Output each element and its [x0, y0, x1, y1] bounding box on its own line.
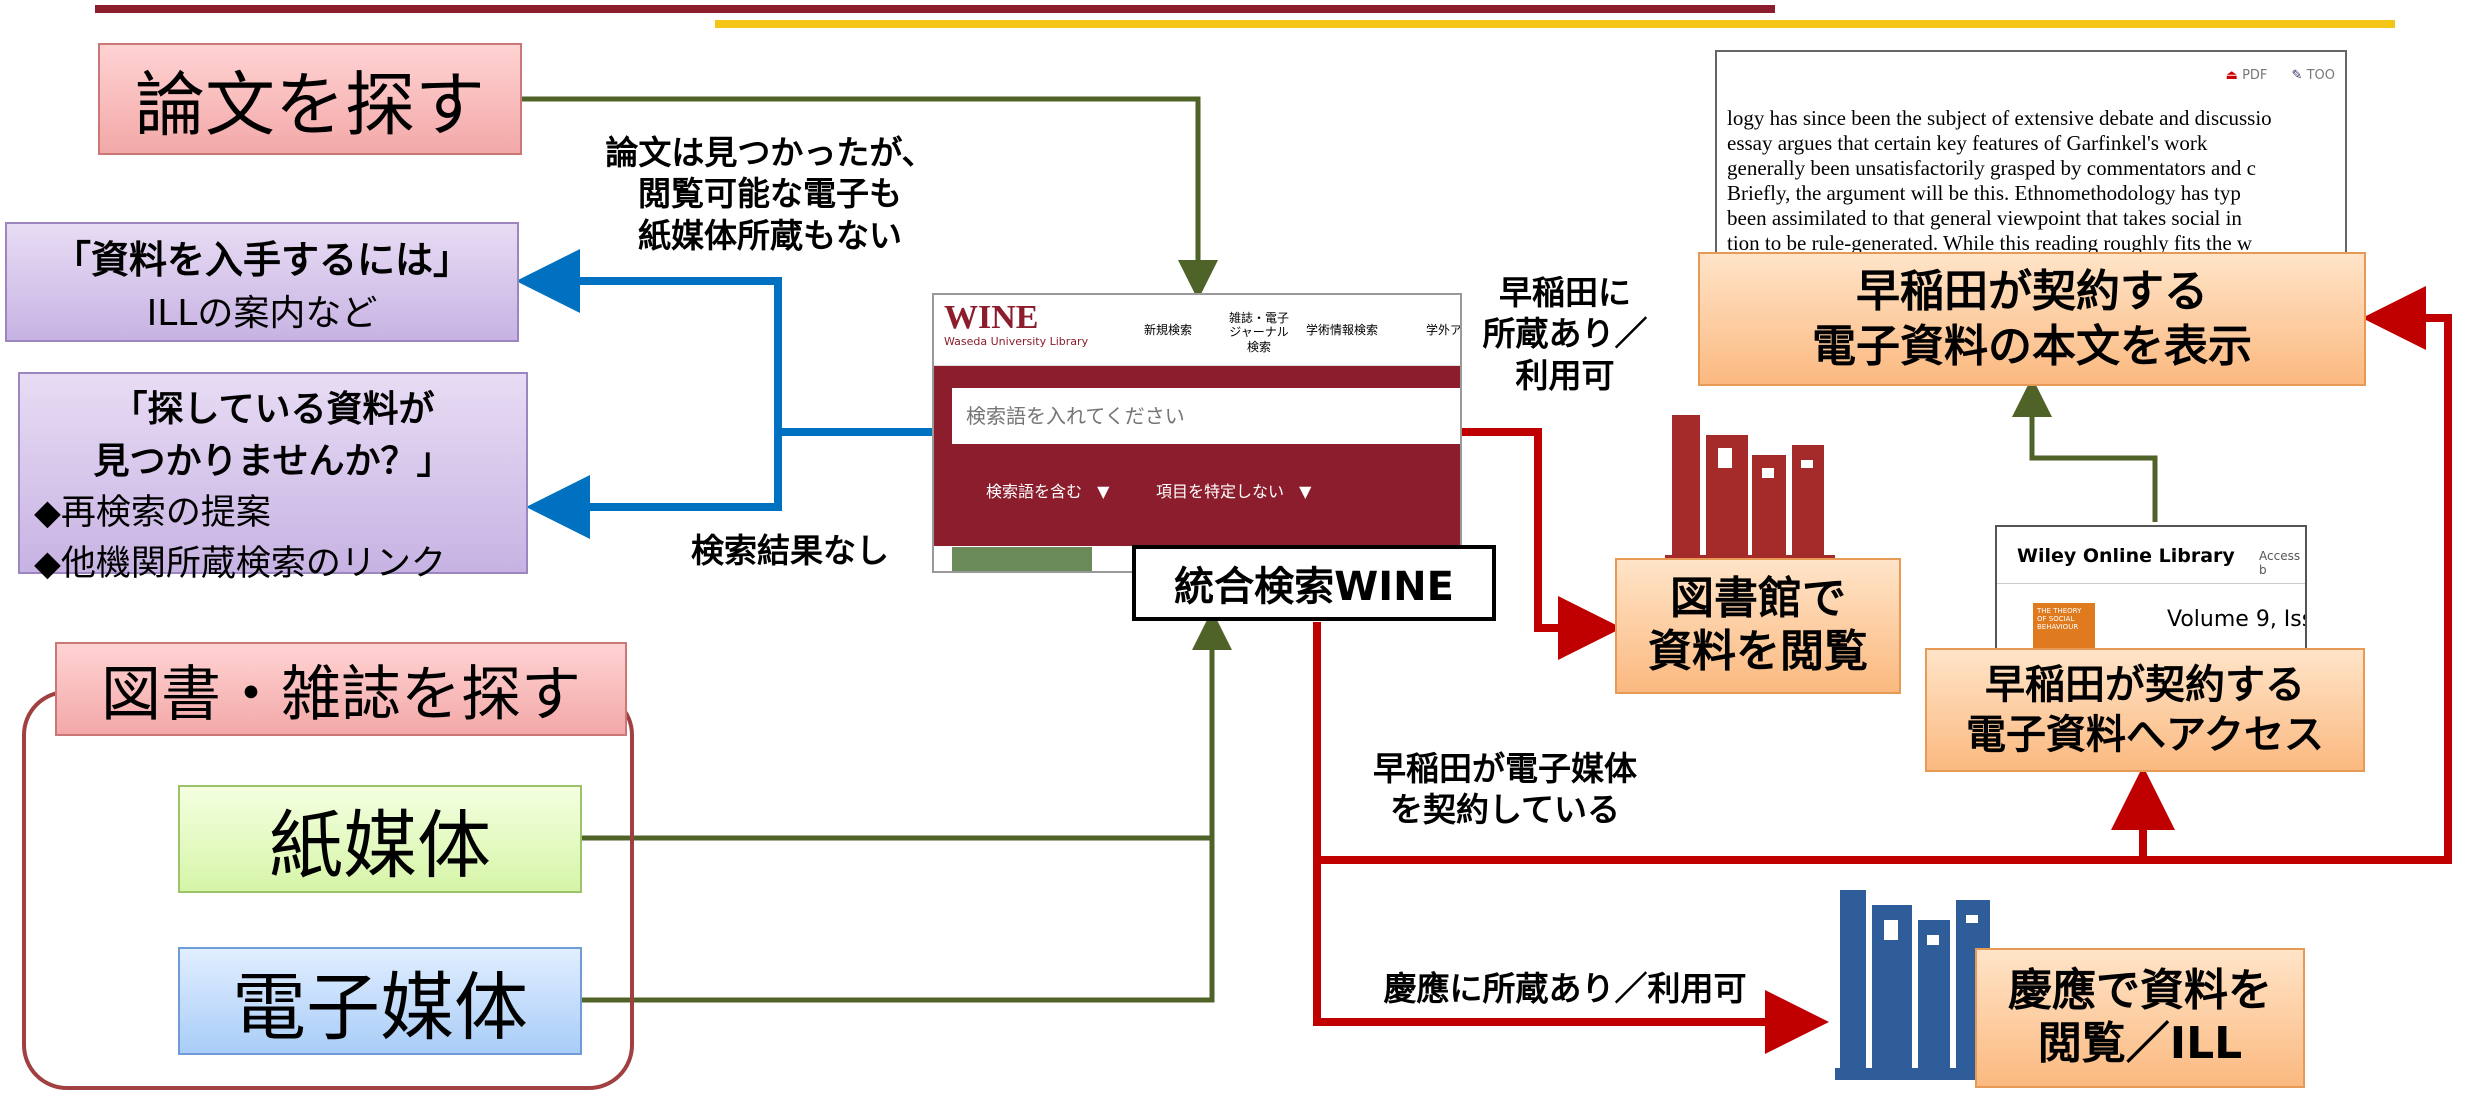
fulltext-box: 早稲田が契約する 電子資料の本文を表示	[1698, 252, 2366, 386]
library-view-line-1: 図書館で	[1670, 573, 1846, 625]
find-paper-box: 論文を探す	[98, 43, 522, 155]
wine-nav-external[interactable]: 学外ア	[1426, 323, 1462, 337]
fulltext-line-2: 電子資料の本文を表示	[1812, 321, 2252, 372]
note-no-result: 検索結果なし	[691, 531, 889, 570]
access-line-2: 電子資料へアクセス	[1966, 712, 2324, 758]
article-line: Briefly, the argument will be this. Ethn…	[1727, 181, 2241, 205]
print-media-box: 紙媒体	[178, 785, 582, 893]
line-wine-to-keio	[1313, 860, 1829, 1054]
wrench-icon[interactable]: ✎	[2291, 68, 2303, 83]
obtain-title: 「資料を入手するには」	[52, 237, 471, 282]
line-wine-to-library	[1462, 428, 1622, 660]
wiley-volume[interactable]: Volume 9, Issu	[2167, 607, 2305, 632]
wine-search-area: 検索語を含む ▼ 項目を特定しない ▼	[934, 366, 1460, 546]
library-view-box: 図書館で 資料を閲覧	[1615, 558, 1901, 694]
top-bar-gold	[715, 20, 2395, 28]
pdf-link[interactable]: PDF	[2242, 68, 2268, 83]
note-waseda-holding: 早稲田に 所蔵あり／ 利用可	[1465, 272, 1665, 396]
wine-filter-contains[interactable]: 検索語を含む ▼	[986, 478, 1109, 502]
article-line: essay argues that certain key features o…	[1727, 131, 2208, 155]
obtain-sub: ILLの案内など	[146, 292, 378, 334]
note-waseda-holding-1: 早稲田に	[1499, 273, 1631, 312]
note-found-no-access: 論文は見つかったが、 閲覧可能な電子も 紙媒体所蔵もない	[560, 132, 980, 256]
article-line: been assimilated to that general viewpoi…	[1727, 206, 2242, 230]
wine-result-thumb	[952, 547, 1092, 571]
wiley-screenshot: Wiley Online Library Access b THE THEORY…	[1995, 525, 2307, 667]
wine-filter-field-label: 項目を特定しない	[1156, 482, 1285, 501]
wine-logo-text: WINE	[944, 299, 1039, 336]
pdf-icon[interactable]: ⏏	[2225, 68, 2238, 83]
article-line: logy has since been the subject of exten…	[1727, 106, 2272, 130]
access-box: 早稲田が契約する 電子資料へアクセス	[1925, 648, 2365, 772]
wine-nav-academic[interactable]: 学術情報検索	[1306, 323, 1379, 337]
article-line: tion to be rule-generated. While this re…	[1727, 231, 2253, 255]
line-access-to-fulltext	[2012, 377, 2158, 522]
line-wine-to-notfound	[526, 432, 782, 539]
wine-screenshot: WINE Waseda University Library 新規検索 雑誌・電…	[932, 293, 1462, 573]
wiley-access: Access b	[2259, 549, 2301, 577]
bookshelf-blue-icon	[1835, 890, 2005, 1080]
note-waseda-holding-3: 利用可	[1515, 355, 1615, 395]
chevron-down-icon: ▼	[1299, 482, 1312, 501]
find-books-box: 図書・雑誌を探す	[55, 642, 627, 736]
line-wine-to-econtract	[1313, 286, 2452, 864]
article-text: logy has since been the subject of exten…	[1727, 106, 2345, 255]
wiley-brand[interactable]: Wiley Online Library	[2017, 545, 2235, 567]
access-line-1: 早稲田が契約する	[1985, 662, 2305, 708]
line-wine-to-obtain	[516, 249, 932, 436]
not-found-box: 「探している資料が 見つかりませんか？」 ◆再検索の提案 ◆他機関所蔵検索のリン…	[18, 372, 528, 584]
wine-nav-ejournal[interactable]: 雑誌・電子ジャーナル検索	[1228, 311, 1289, 354]
keio-view-line-2: 閲覧／ILL	[2037, 1018, 2243, 1069]
wine-filter-contains-label: 検索語を含む	[986, 482, 1083, 501]
note-waseda-electronic-2: を契約している	[1389, 790, 1620, 830]
note-waseda-holding-2: 所蔵あり／	[1482, 314, 1648, 354]
article-line: generally been unsatisfactorily grasped …	[1727, 156, 2256, 180]
wine-filter-field[interactable]: 項目を特定しない ▼	[1156, 478, 1311, 502]
wiley-header: Wiley Online Library Access b	[1997, 527, 2305, 584]
not-found-item-2: ◆他機関所蔵検索のリンク	[34, 544, 446, 584]
wine-nav-new-search[interactable]: 新規検索	[1144, 323, 1193, 337]
library-view-line-2: 資料を閲覧	[1648, 626, 1868, 677]
not-found-title-1: 「探している資料が	[111, 389, 435, 430]
keio-view-line-1: 慶應で資料を	[2008, 965, 2272, 1017]
line-paper-to-wine	[522, 96, 1218, 300]
not-found-item-1: ◆再検索の提案	[34, 493, 271, 533]
article-toolbar: ⏏ PDF ✎ TOO	[2226, 68, 2335, 83]
fulltext-line-1: 早稲田が契約する	[1856, 266, 2208, 317]
wine-search-input[interactable]	[952, 388, 1460, 444]
note-waseda-electronic-1: 早稲田が電子媒体	[1373, 749, 1637, 788]
top-bar-red	[95, 5, 1775, 13]
note-waseda-electronic: 早稲田が電子媒体 を契約している	[1325, 748, 1685, 831]
wine-logo[interactable]: WINE Waseda University Library	[944, 299, 1089, 349]
article-screenshot: ⏏ PDF ✎ TOO logy has since been the subj…	[1715, 50, 2347, 255]
wine-header: WINE Waseda University Library 新規検索 雑誌・電…	[934, 295, 1460, 366]
not-found-title-2: 見つかりませんか？」	[93, 441, 453, 482]
electronic-media-box: 電子媒体	[178, 947, 582, 1055]
wine-logo-sub: Waseda University Library	[944, 335, 1089, 348]
note-found-line-3: 紙媒体所蔵もない	[638, 215, 902, 255]
note-found-line-2: 閲覧可能な電子も	[638, 174, 902, 214]
tools-link[interactable]: TOO	[2306, 68, 2335, 83]
line-electronic-to-wine	[582, 610, 1232, 1003]
note-keio-holding: 慶應に所蔵あり／利用可	[1383, 969, 1747, 1008]
keio-view-box: 慶應で資料を 閲覧／ILL	[1975, 948, 2305, 1088]
obtain-material-box: 「資料を入手するには」 ILLの案内など	[5, 222, 519, 342]
chevron-down-icon: ▼	[1097, 482, 1110, 501]
bookshelf-red-icon	[1665, 415, 1835, 565]
wine-label: 統合検索WINE	[1132, 545, 1496, 621]
note-found-line-1: 論文は見つかったが、	[605, 133, 935, 172]
